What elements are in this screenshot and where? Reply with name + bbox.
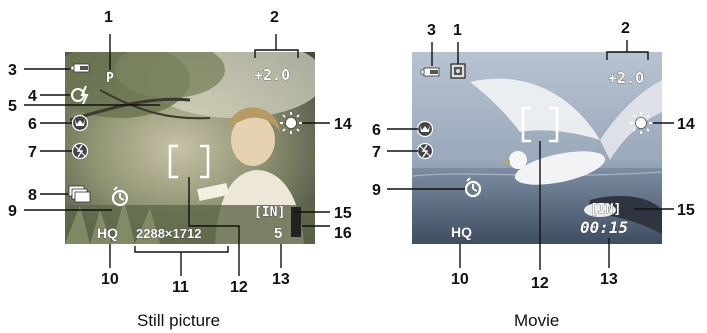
callout-11: 11 [172, 279, 189, 296]
callout-4: 4 [28, 88, 37, 105]
callout-6: 6 [372, 122, 381, 139]
macro-icon [71, 114, 89, 132]
callout-12: 12 [230, 279, 248, 296]
callout-14: 14 [334, 116, 352, 133]
af-target-icon [521, 106, 559, 143]
callout-3: 3 [8, 62, 17, 79]
callout-16: 16 [334, 225, 352, 242]
callout-12: 12 [531, 275, 549, 292]
callout-10: 10 [101, 271, 119, 288]
battery-icon [420, 67, 440, 77]
callout-5: 5 [8, 98, 17, 115]
memory-indicator: [IN] [254, 205, 285, 220]
record-quality: HQ [451, 224, 472, 240]
sequential-icon [68, 185, 91, 203]
flash-off-icon [71, 142, 89, 160]
memory-indicator: [IN] [590, 202, 621, 217]
movie-caption: Movie [514, 311, 559, 330]
callout-1: 1 [104, 9, 113, 26]
battery-icon [70, 63, 90, 73]
callout-9: 9 [8, 203, 17, 220]
callout-7: 7 [28, 144, 37, 161]
callout-15: 15 [334, 205, 352, 222]
callout-6: 6 [28, 116, 37, 133]
still-caption: Still picture [137, 311, 220, 330]
self-timer-icon [111, 186, 129, 207]
callout-7: 7 [372, 144, 381, 161]
callout-1: 1 [453, 22, 462, 39]
movie-mode-icon [450, 63, 466, 79]
movie-screen: +2.0 [372, 20, 695, 330]
self-timer-icon [464, 177, 482, 198]
still-callout-numbers: 1 2 3 4 5 6 7 8 9 10 11 12 13 14 15 16 [8, 9, 352, 296]
frames-remaining: 5 [274, 225, 282, 242]
callout-14: 14 [677, 116, 695, 133]
callout-10: 10 [451, 271, 469, 288]
flash-icon [71, 85, 89, 105]
still-callout-lines [24, 34, 330, 276]
callout-13: 13 [272, 271, 290, 288]
movie-callout-numbers: 3 1 2 6 7 9 10 12 13 14 15 [372, 20, 695, 292]
white-balance-icon [630, 112, 652, 134]
movie-photo [412, 52, 662, 244]
still-screen: P +2.0 [8, 9, 352, 330]
callout-8: 8 [28, 187, 37, 204]
callout-3: 3 [427, 22, 436, 39]
callout-15: 15 [677, 202, 695, 219]
callout-13: 13 [600, 271, 618, 288]
image-resolution: 2288×1712 [136, 226, 201, 241]
still-photo [65, 52, 315, 244]
movie-callout-lines [387, 40, 674, 270]
shooting-mode-letter: P [106, 71, 114, 86]
record-quality: HQ [97, 225, 118, 241]
memory-gauge-icon [291, 207, 301, 237]
white-balance-icon [280, 112, 302, 134]
exposure-compensation: +2.0 [608, 69, 644, 87]
callout-9: 9 [372, 182, 381, 199]
flash-off-icon [416, 142, 434, 160]
remaining-recording-time: 00:15 [580, 218, 628, 237]
callout-2: 2 [621, 20, 630, 37]
callout-2: 2 [270, 9, 279, 26]
af-target-icon [168, 144, 210, 179]
macro-icon [416, 120, 434, 138]
exposure-compensation: +2.0 [254, 66, 290, 84]
